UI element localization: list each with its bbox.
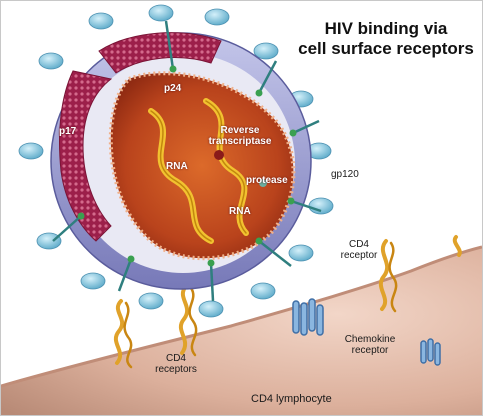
label-chemokine-receptor-line1: Chemokine xyxy=(344,334,396,345)
label-cd4-receptors-line2: receptors xyxy=(155,364,197,375)
label-gp120: gp120 xyxy=(331,169,359,180)
label-cd4-receptor-line1: CD4 xyxy=(348,239,369,250)
p17-matrix-top xyxy=(98,32,222,74)
reverse-transcriptase-dot xyxy=(214,150,224,160)
title-line-1: HIV binding via xyxy=(324,19,448,38)
label-rna-2: RNA xyxy=(229,206,251,217)
envelope-spikes xyxy=(52,20,322,302)
label-protease: protease xyxy=(246,175,288,186)
label-chemokine-receptor: Chemokine receptor xyxy=(331,334,409,356)
protease-dot xyxy=(259,179,267,187)
label-cd4-receptors-line1: CD4 xyxy=(165,353,186,364)
label-cd4-lymphocyte: CD4 lymphocyte xyxy=(251,393,332,405)
title-line-2: cell surface receptors xyxy=(298,39,474,58)
chemokine-receptor-shapes xyxy=(292,298,441,366)
label-cd4-receptor: CD4 receptor xyxy=(329,239,389,261)
cell-membrane xyxy=(1,245,482,415)
label-p24: p24 xyxy=(164,83,182,94)
label-reverse-transcriptase-line2: transcriptase xyxy=(208,136,272,147)
label-rna-1: RNA xyxy=(166,161,188,172)
gp120-knobs xyxy=(18,4,334,318)
label-reverse-transcriptase-line1: Reverse xyxy=(220,125,260,136)
label-p17: p17 xyxy=(59,126,77,137)
diagram-title: HIV binding via cell surface receptors xyxy=(291,19,481,59)
spike-nodes xyxy=(77,65,297,267)
p17-matrix-layer xyxy=(59,70,113,242)
label-cd4-receptors: CD4 receptors xyxy=(141,353,211,375)
label-chemokine-receptor-line2: receptor xyxy=(351,345,389,356)
label-reverse-transcriptase: Reverse transcriptase xyxy=(201,125,279,147)
cd4-protein-cluster xyxy=(113,235,462,369)
label-cd4-receptor-line2: receptor xyxy=(340,250,378,261)
